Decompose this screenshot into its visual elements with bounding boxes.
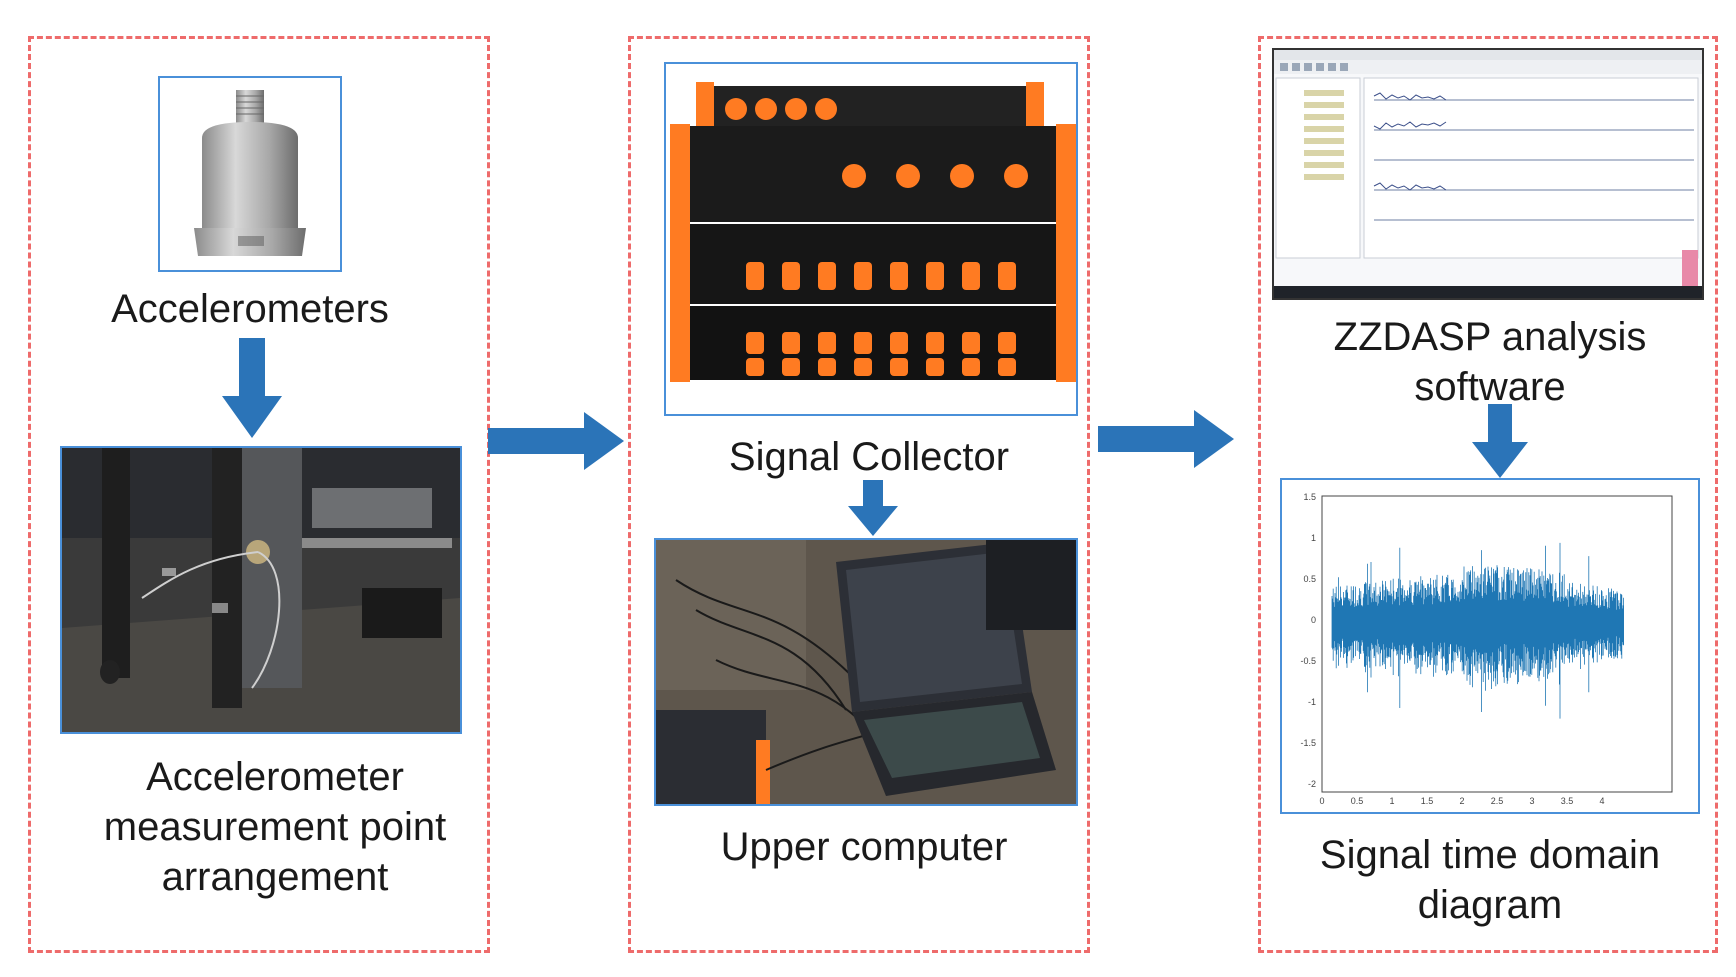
time-domain-label: Signal time domain diagram <box>1319 833 1661 927</box>
svg-text:2.5: 2.5 <box>1491 796 1504 806</box>
upper-computer-label: Upper computer <box>720 825 1008 869</box>
accelerometers-label: Accelerometers <box>111 287 389 331</box>
svg-text:1.5: 1.5 <box>1303 492 1316 502</box>
signal-trace <box>1331 542 1624 719</box>
right-arrow-icon <box>488 412 624 470</box>
svg-text:0: 0 <box>1319 796 1324 806</box>
accelerometer-photo <box>158 76 342 272</box>
svg-text:-1.5: -1.5 <box>1300 738 1316 748</box>
svg-text:3.5: 3.5 <box>1561 796 1574 806</box>
svg-text:-2: -2 <box>1308 779 1316 789</box>
svg-text:4: 4 <box>1599 796 1604 806</box>
right-arrow-icon <box>1098 410 1234 468</box>
signal-collector-label: Signal Collector <box>728 435 1010 479</box>
down-arrow-icon <box>1472 404 1528 478</box>
software-screenshot <box>1272 48 1704 300</box>
panel-acquisition <box>628 36 1090 953</box>
svg-text:0.5: 0.5 <box>1303 574 1316 584</box>
down-arrow-icon <box>848 480 898 536</box>
signal-collector-photo <box>664 62 1078 416</box>
time-domain-svg: 1.5 1 0.5 0 -0.5 -1 -1.5 -2 0 0.5 1 1.5 2 2.5 3 3.… <box>1300 492 1673 806</box>
time-domain-plot: 1.5 1 0.5 0 -0.5 -1 -1.5 -2 0 0.5 1 1.5 2 2.5 3 3.… <box>1280 478 1700 814</box>
svg-text:2: 2 <box>1459 796 1464 806</box>
down-arrow-icon <box>222 338 282 438</box>
measurement-point-photo <box>60 446 462 734</box>
panel-sensor-placement <box>28 36 490 953</box>
measurement-point-label: Accelerometer measurement point arrangem… <box>103 755 447 899</box>
svg-text:1.5: 1.5 <box>1421 796 1434 806</box>
svg-text:0.5: 0.5 <box>1351 796 1364 806</box>
upper-computer-photo <box>654 538 1078 806</box>
svg-text:-0.5: -0.5 <box>1300 656 1316 666</box>
svg-text:1: 1 <box>1389 796 1394 806</box>
svg-text:-1: -1 <box>1308 697 1316 707</box>
svg-text:3: 3 <box>1529 796 1534 806</box>
signal-waveform <box>1331 542 1624 719</box>
panel-analysis <box>1258 36 1718 953</box>
svg-text:1: 1 <box>1311 533 1316 543</box>
svg-text:0: 0 <box>1311 615 1316 625</box>
software-label: ZZDASP analysis software <box>1333 315 1647 409</box>
